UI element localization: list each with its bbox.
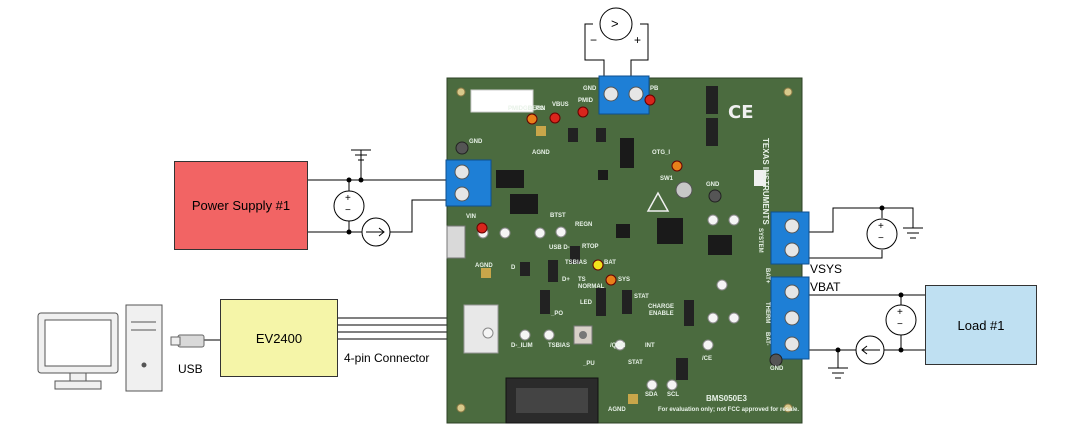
silk-gnd: GND [469, 139, 483, 145]
meter-symbol: > [611, 16, 619, 31]
board-disclaimer: For evaluation only; not FCC approved fo… [658, 407, 800, 413]
usb-stick-icon [170, 334, 205, 348]
silk-bat-plus: BAT+ [764, 268, 770, 284]
source-left-minus: − [345, 205, 351, 216]
silk-gnd-right: GND [770, 366, 784, 372]
silk-tsbias2: TSBIAS [548, 343, 571, 349]
silk-charge: CHARGE [648, 304, 675, 310]
four-pin-connector [463, 304, 499, 354]
meter-minus: − [590, 33, 598, 47]
silk-vbus: VBUS [552, 102, 569, 108]
usb-port [446, 225, 466, 259]
silk-pmidgd-pg: PMIDGD_PG [508, 106, 545, 112]
meter-plus: + [634, 33, 642, 47]
load-block: Load #1 [925, 285, 1037, 365]
silk-gnd-top: GND [583, 86, 597, 92]
silk-otg: OTG_I [652, 150, 671, 156]
computer-icon [37, 304, 163, 392]
silk-bat: BAT [604, 260, 616, 266]
silk-stat2: STAT [628, 360, 643, 366]
ti-logo-icon [754, 170, 766, 186]
ce-mark-icon: CE [728, 102, 754, 123]
silk-agnd-bottom: AGND [608, 407, 626, 413]
source-vsys-minus: − [878, 233, 884, 244]
silk-bat-minus: BAT- [764, 332, 770, 346]
board-part-number: BMS050E3 [706, 394, 747, 403]
silk-stat: STAT [634, 294, 649, 300]
voltage-source-left-icon [333, 190, 365, 222]
ev2400-block: EV2400 [220, 299, 338, 377]
power-supply-block: Power Supply #1 [174, 161, 308, 250]
silk-ce: /CE [702, 356, 713, 362]
source-load-plus: + [897, 307, 903, 318]
brand-line1: TEXAS [761, 138, 770, 165]
silk-regn2: REGN [575, 222, 593, 228]
silk-enable: ENABLE [649, 311, 674, 317]
source-vsys-plus: + [878, 221, 884, 232]
silk-sys: SYS [618, 277, 631, 283]
silk-sda: SDA [645, 392, 658, 398]
wire-vsys-top [808, 207, 883, 233]
silk-agnd: AGND [532, 150, 550, 156]
silk-gnd-mid: GND [706, 182, 720, 188]
sw1-icon [675, 181, 693, 199]
silk-qon: /QON [610, 343, 626, 349]
voltage-source-vbat-icon [885, 304, 917, 336]
vsys-label: VSYS [810, 262, 843, 276]
board-brand: TEXAS INSTRUMENTS [761, 138, 770, 225]
vbat-label: VBAT [810, 280, 841, 294]
meter-icon [599, 7, 633, 41]
wire-ps-bottom [308, 199, 455, 233]
wire-meter-right [630, 23, 649, 76]
silk-scl: SCL [667, 392, 679, 398]
source-load-minus: − [897, 319, 903, 330]
silk-ilim: D-_ILIM [511, 343, 533, 349]
silk-normal: NORMAL [578, 284, 605, 290]
silk-thermistor: THERM [764, 302, 770, 324]
silk-d: D [511, 265, 516, 271]
silk-system: SYSTEM [757, 228, 763, 253]
silk-pmid: PMID [578, 98, 593, 104]
silk-ts: TS [578, 277, 586, 283]
silk-usb-d: USB D- [549, 245, 570, 251]
silk-tsbias: TSBIAS [565, 260, 588, 266]
silk-int: INT [645, 343, 655, 349]
wire-vsys-bottom [808, 250, 883, 259]
wire-vsys-gnd [882, 207, 914, 228]
source-left-plus: + [345, 193, 351, 204]
silk-vin: VIN [466, 214, 477, 220]
wire-meter-left [584, 23, 605, 76]
usb-label: USB [178, 362, 203, 376]
brand-line2: INSTRUMENTS [761, 166, 770, 225]
silk-btst: BTST [550, 213, 566, 219]
four-pin-connector-label: 4-pin Connector [344, 351, 430, 365]
silk-sw1: SW1 [660, 176, 674, 182]
silk-pb: PB [650, 86, 659, 92]
silk-pu: _PU [583, 361, 595, 367]
silk-regn: REGN [528, 106, 546, 112]
silk-agnd-left: AGND [475, 263, 493, 269]
voltage-source-vsys-icon [866, 218, 898, 250]
silk-po: _PO [551, 311, 564, 317]
silk-led: LED [580, 300, 592, 306]
silk-d-plus: D+ [562, 277, 570, 283]
silk-rtop: RTOP [582, 244, 599, 250]
